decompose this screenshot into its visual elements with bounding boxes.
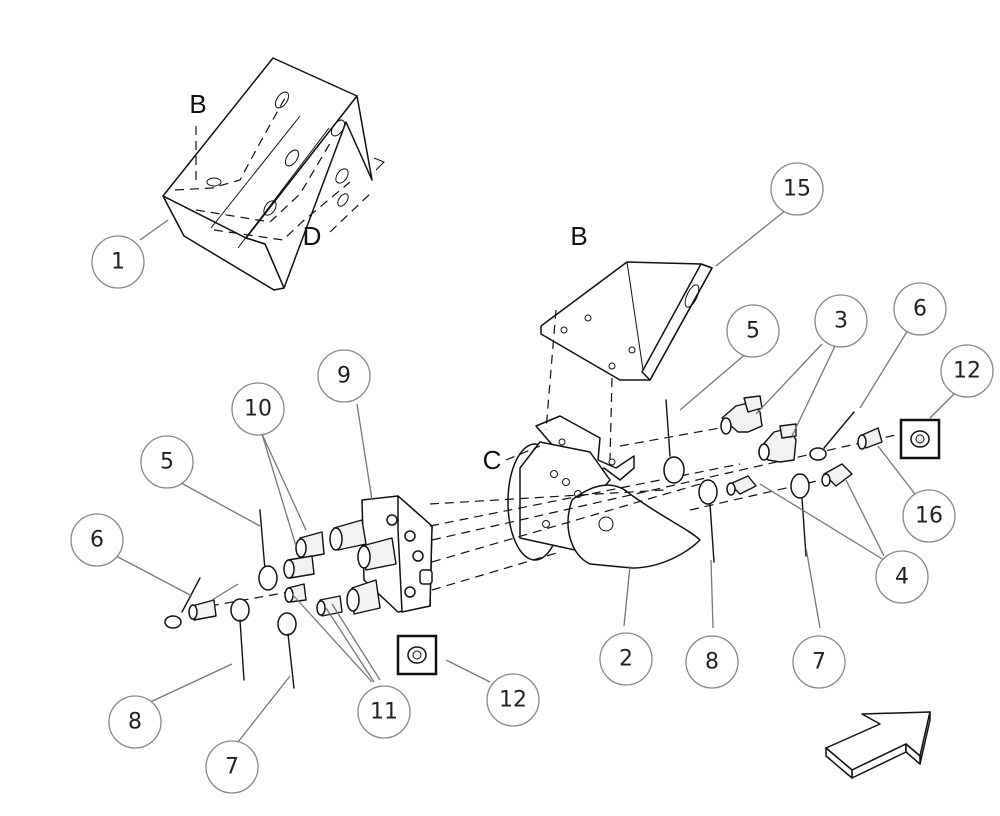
- svg-text:8: 8: [705, 650, 719, 675]
- svg-text:2: 2: [619, 647, 633, 672]
- balloon-12-right: 12: [940, 344, 994, 398]
- balloon-8-right: 8: [685, 635, 739, 689]
- part-15-bracket-plate: [540, 261, 713, 381]
- balloon-9: 9: [317, 349, 371, 403]
- svg-text:12: 12: [953, 359, 981, 384]
- balloon-8-left: 8: [108, 695, 162, 749]
- svg-text:9: 9: [337, 364, 351, 389]
- balloon-7-right: 7: [792, 635, 846, 689]
- assembly-center-lines: [209, 309, 901, 607]
- svg-text:16: 16: [915, 504, 943, 529]
- balloon-5-right: 5: [726, 304, 780, 358]
- reference-b-upper: B: [189, 89, 206, 119]
- left-pins-and-clips: [164, 509, 297, 689]
- svg-text:5: 5: [160, 450, 174, 475]
- part-2-main-mount: [507, 415, 701, 569]
- svg-text:3: 3: [834, 309, 848, 334]
- hollow-arrow-icon: [825, 711, 931, 779]
- part-4-fittings: [726, 463, 853, 496]
- right-pins-and-clips: [663, 399, 855, 563]
- svg-text:5: 5: [746, 319, 760, 344]
- balloon-1: 1: [91, 235, 145, 289]
- reference-b-lower: B: [570, 221, 587, 251]
- svg-text:15: 15: [783, 177, 811, 202]
- balloon-3: 3: [814, 294, 868, 348]
- reference-d: D: [303, 221, 322, 251]
- svg-text:8: 8: [128, 710, 142, 735]
- reference-c: C: [483, 445, 502, 475]
- svg-text:4: 4: [895, 565, 909, 590]
- svg-text:10: 10: [244, 397, 272, 422]
- balloon-11: 11: [357, 685, 411, 739]
- svg-text:7: 7: [812, 650, 826, 675]
- part-1-hood: [162, 57, 385, 291]
- balloon-16: 16: [902, 489, 956, 543]
- part-3-elbow-fittings: [720, 395, 797, 463]
- part-9-valve-block: [361, 495, 433, 613]
- part-12-plug-right: [899, 418, 941, 460]
- svg-text:1: 1: [111, 250, 125, 275]
- svg-text:12: 12: [499, 688, 527, 713]
- svg-text:6: 6: [90, 528, 104, 553]
- balloon-10: 10: [231, 382, 285, 436]
- part-12-plug-left: [396, 634, 438, 676]
- balloon-4: 4: [875, 550, 929, 604]
- svg-text:6: 6: [913, 297, 927, 322]
- leader-lines: [115, 209, 957, 743]
- balloon-15: 15: [770, 162, 824, 216]
- part-11-fittings: [188, 583, 343, 621]
- balloon-7-left: 7: [205, 740, 259, 794]
- balloon-5-left: 5: [140, 435, 194, 489]
- svg-text:11: 11: [370, 700, 398, 725]
- balloon-2: 2: [599, 632, 653, 686]
- balloon-6-left: 6: [70, 513, 124, 567]
- svg-text:7: 7: [225, 755, 239, 780]
- part-10-fittings: [283, 519, 397, 615]
- part-16-fitting: [857, 427, 883, 450]
- balloon-12-left: 12: [486, 673, 540, 727]
- balloon-6-right: 6: [893, 282, 947, 336]
